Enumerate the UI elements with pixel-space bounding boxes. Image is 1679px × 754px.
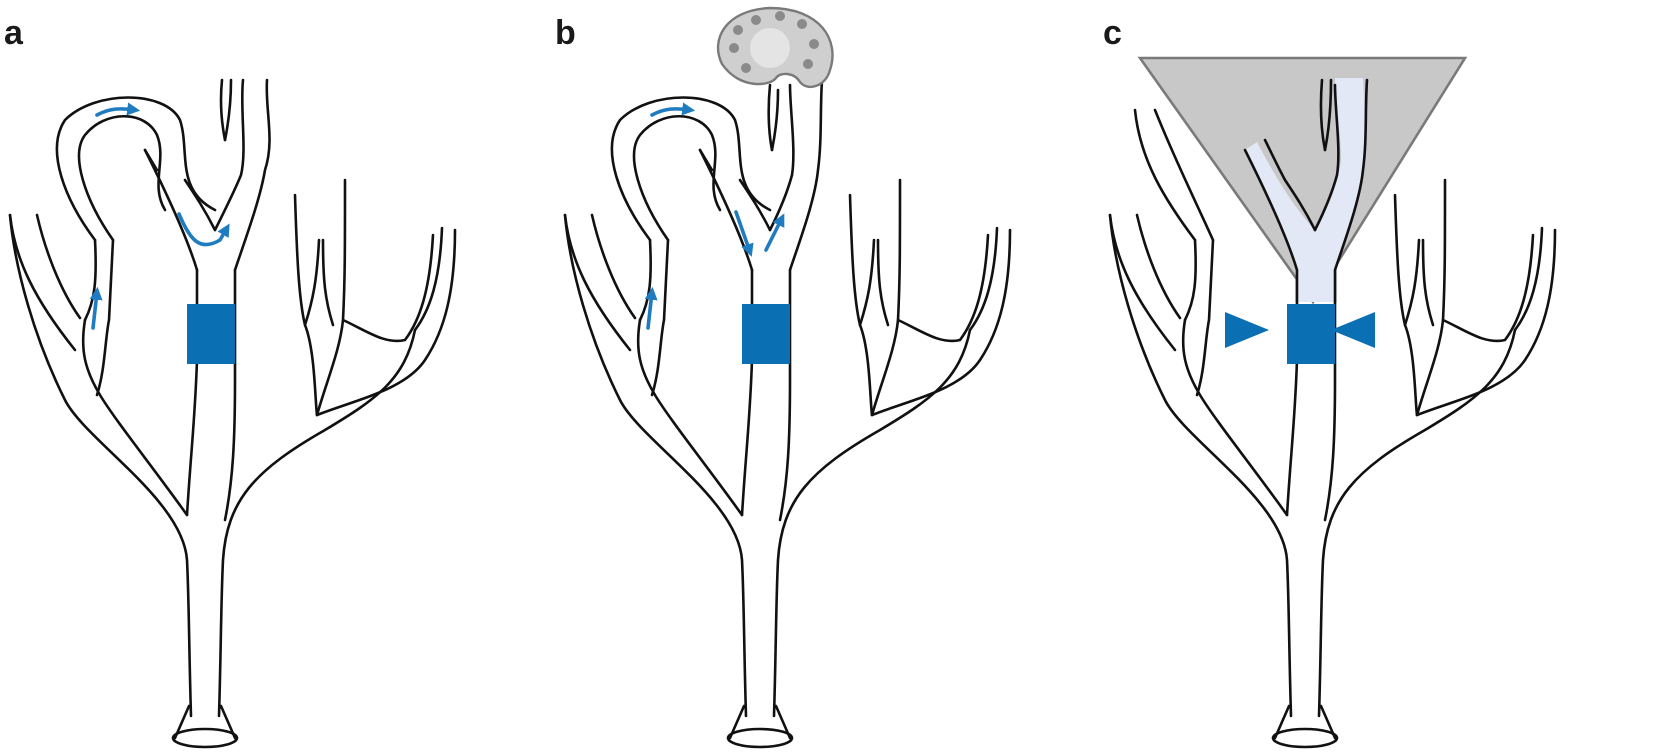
vessel-tree	[563, 178, 1012, 749]
flow-arrow-icon	[177, 212, 230, 247]
occlusion-band	[187, 304, 235, 364]
vessel-tree	[8, 178, 457, 749]
flow-arrow-icon	[89, 286, 103, 330]
flow-arrow-icon	[644, 286, 658, 330]
panel-a: a	[4, 14, 457, 749]
panel-b: b	[555, 6, 1012, 749]
panel-label-b: b	[555, 14, 576, 52]
occlusion-band	[742, 304, 790, 364]
vascular-territory-triangle	[1137, 56, 1468, 305]
occlusion-band	[1287, 304, 1335, 364]
panel-c: c	[1103, 14, 1557, 749]
panel-label-c: c	[1103, 14, 1122, 52]
flow-arrow-icon	[95, 102, 141, 117]
tumor-mass-icon	[716, 6, 834, 89]
flow-arrow-icon	[734, 210, 754, 257]
flow-arrow-icon	[650, 102, 696, 117]
arrowhead-icon	[1225, 312, 1269, 348]
arrowhead-icon	[1331, 312, 1375, 348]
panel-label-a: a	[4, 14, 24, 52]
flow-arrow-icon	[764, 213, 785, 252]
